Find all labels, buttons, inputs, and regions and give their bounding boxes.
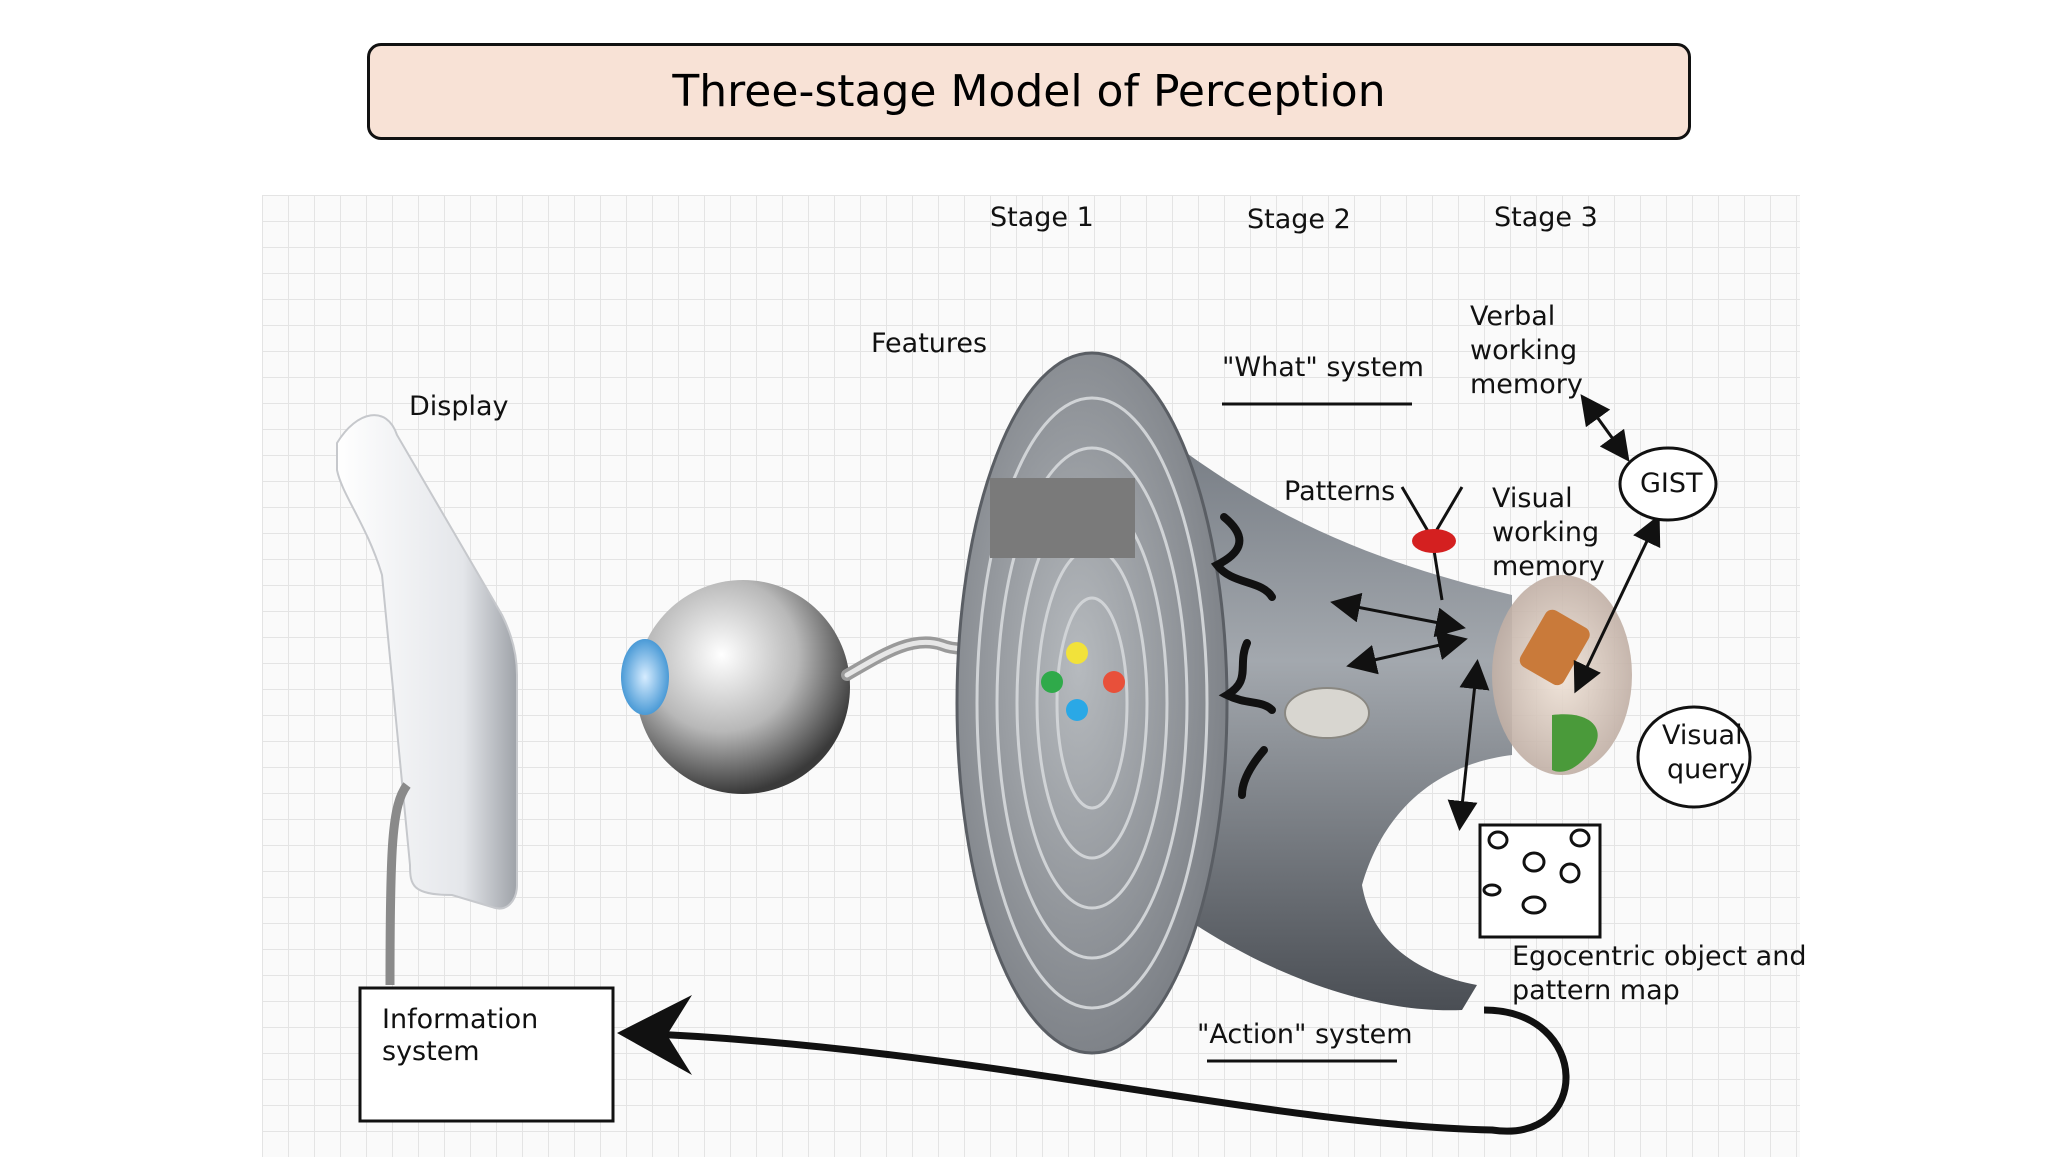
egocentric-line-2: pattern map xyxy=(1512,975,1680,1006)
texture-patch xyxy=(990,478,1135,558)
visual-wm-line-1: Visual xyxy=(1492,483,1573,514)
wm-orange-object xyxy=(1519,609,1590,686)
info-system-line-1: Information xyxy=(382,1004,539,1035)
pattern-blob xyxy=(1284,687,1370,739)
stage-2-label: Stage 2 xyxy=(1247,204,1351,235)
display-label: Display xyxy=(409,391,509,422)
monitor-display xyxy=(336,414,518,986)
visual-wm-line-2: working xyxy=(1492,517,1600,548)
feature-disc xyxy=(955,351,1229,1055)
action-loop-arrow xyxy=(626,1006,1570,1135)
visual-query-bubble xyxy=(1636,705,1752,809)
diagram-artwork xyxy=(336,351,1752,1135)
pattern-squiggles xyxy=(1210,513,1276,799)
feature-dot-green xyxy=(1041,671,1063,693)
egocentric-line-1: Egocentric object and xyxy=(1512,941,1807,972)
feature-dot-red xyxy=(1103,671,1125,693)
visual-query-line-2: query xyxy=(1667,754,1745,785)
visual-wm-line-3: memory xyxy=(1492,551,1605,582)
title-box: Three-stage Model of Perception xyxy=(367,43,1691,140)
info-system-line-2: system xyxy=(382,1036,480,1067)
verbal-wm-line-3: memory xyxy=(1470,369,1583,400)
action-system-label: "Action" system xyxy=(1197,1019,1413,1050)
pattern-node xyxy=(1400,486,1464,601)
stage-1-label: Stage 1 xyxy=(990,202,1094,233)
information-system-box xyxy=(358,986,615,1123)
perception-diagram: Stage 1 Stage 2 Stage 3 Display Features… xyxy=(262,195,1806,1157)
gist-label: GIST xyxy=(1640,468,1703,499)
verbal-wm-line-2: working xyxy=(1470,335,1578,366)
pattern-arrows xyxy=(1330,394,1661,831)
what-system-label: "What" system xyxy=(1222,352,1424,383)
egocentric-map xyxy=(1478,823,1602,939)
verbal-wm-line-1: Verbal xyxy=(1470,301,1556,332)
feature-dot-yellow xyxy=(1066,642,1088,664)
patterns-label: Patterns xyxy=(1284,476,1396,507)
stage-3-label: Stage 3 xyxy=(1494,202,1598,233)
slide-title: Three-stage Model of Perception xyxy=(672,66,1386,117)
action-arrowhead xyxy=(617,995,692,1075)
wm-green-object xyxy=(1552,714,1598,772)
features-label: Features xyxy=(871,328,988,359)
gist-bubble xyxy=(1618,446,1718,522)
visual-query-line-1: Visual xyxy=(1662,720,1743,751)
feature-dot-blue xyxy=(1066,699,1088,721)
